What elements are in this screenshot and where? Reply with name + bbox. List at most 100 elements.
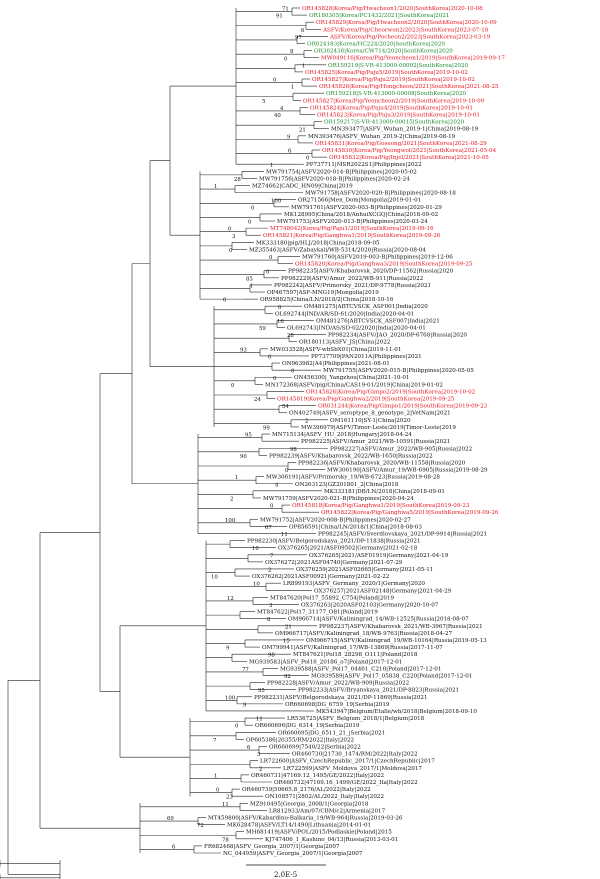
leaf-label: MZ910495|Georgia_2008/1|Georgia|2018 xyxy=(250,801,369,807)
leaf-label: PP982229|ASFV/Amur_2022/WB-911|Russia|20… xyxy=(281,276,424,282)
bootstrap-value: 6 xyxy=(247,745,251,751)
bootstrap-value: 95 xyxy=(258,688,265,694)
bootstrap-value: 90 xyxy=(240,454,247,460)
leaf-label: OR145822|Korea/Pig/Ganghwa5/2019|SouthKo… xyxy=(321,510,499,516)
bootstrap-value: 0 xyxy=(278,305,282,311)
leaf-label: KJ747406_1_Kashino_04/13|Russia|2013-03-… xyxy=(265,837,398,843)
bootstrap-value: 3 xyxy=(269,603,273,609)
leaf-label: OR460730|21730_1474/RM/2022|Italy|2022 xyxy=(292,752,418,758)
bootstrap-value: 71 xyxy=(282,7,289,13)
bootstrap-value: 12 xyxy=(227,596,234,602)
bootstrap-value: 1 xyxy=(291,85,294,91)
leaf-label: OM966715|ASFV/Kaliningrad_19/WB-10164|Ru… xyxy=(306,638,487,644)
leaf-label: MW791758|ASFV2020-020-B|Philippines|2020… xyxy=(305,191,456,197)
bootstrap-value: 0 xyxy=(269,255,273,261)
leaf-label: NC_044959|ASFV_Georgia_2007/1|Georgia|20… xyxy=(223,851,363,857)
leaf-label: OR660699|7540/22|Serbia|2022 xyxy=(269,744,361,750)
leaf-label: OX376262|2021ASF00921|Germany|2021-02-22 xyxy=(252,574,390,580)
bootstrap-value: 54 xyxy=(282,404,289,410)
leaf-label: MG939588|ASFV_Pol17_04461_C210|Poland|20… xyxy=(280,666,441,672)
leaf-label: OR145825|Korea/Pig/Paju5/2019|SouthKorea… xyxy=(305,70,468,76)
leaf-label: OR660696|DG_6314_19|Serbia|2019 xyxy=(255,723,360,729)
leaf-label: FR682468|ASFV_Georgia_2007/1|Georgia|200… xyxy=(204,844,340,850)
leaf-label: OR159219|S-VR-413000-00002|SouthKorea|20… xyxy=(328,63,469,69)
leaf-label: PP982239|ASFV/Khabarovsk_2022/WB-1650|Ru… xyxy=(269,453,433,459)
bootstrap-value: 8 xyxy=(290,49,294,55)
leaf-label: MT748042|Korea/Pig/Paju1/2019|SouthKorea… xyxy=(270,226,434,232)
bootstrap-value: 0 xyxy=(248,220,252,226)
bootstrap-value: 0 xyxy=(306,156,310,162)
bootstrap-values: 7191697801015440219601281100000300085100… xyxy=(167,7,310,851)
leaf-label: PP982228|ASFV/Amur_2022/WB-909|Russia|20… xyxy=(267,681,410,687)
bootstrap-value: 1 xyxy=(214,184,217,190)
bootstrap-value: 40 xyxy=(274,113,281,119)
leaf-label: PP982225|ASFV/Amur_2021/WB-10591|Russia|… xyxy=(301,439,450,445)
bootstrap-value: 9 xyxy=(243,702,247,708)
leaf-label: PP982237|ASFV/Khabarovsk_2021/WB-3967|Ru… xyxy=(319,624,483,630)
bootstrap-value: 21 xyxy=(299,127,306,133)
bootstrap-value: 59 xyxy=(259,326,266,332)
leaf-label: OX376259|2021ASF02665|Germany|2021-05-11 xyxy=(296,567,433,573)
leaf-label: OR145824|Korea/Pig/Paju4/2019|SouthKorea… xyxy=(310,105,473,111)
tree-branches xyxy=(0,7,329,879)
leaf-label: OR180113|ASFV_JS|China|2022 xyxy=(299,340,391,346)
leaf-label: OM481275|ABTCVSCK_ASF001|India|2020 xyxy=(304,304,428,310)
bootstrap-value: 7 xyxy=(270,553,274,559)
leaf-label: OR660695|DG_6511_21_|Serbia|2021 xyxy=(278,730,385,736)
leaf-label: OR271566|Men_Dom|Mongolia|2019-01-01 xyxy=(298,198,421,204)
leaf-label: OM161110|SY-1|China|2020 xyxy=(330,418,411,424)
bootstrap-value: 4 xyxy=(280,106,284,112)
bootstrap-value: 8 xyxy=(267,617,271,623)
bootstrap-value: 0 xyxy=(268,354,272,360)
leaf-label: MK543947|Belgium/Etalle/wb/2018|Belgium|… xyxy=(316,709,477,715)
leaf-label: OR145832|Korea/Pig/Injel/2021|SouthKorea… xyxy=(329,155,489,161)
leaf-label: OX376265|2021/ASF01919|Germany|2021-04-1… xyxy=(309,553,449,559)
bootstrap-value: 0 xyxy=(266,269,270,275)
leaf-label: MW791752|ASFV2020-008-B|Philippines|2020… xyxy=(260,517,411,523)
leaf-label: PP982230|ASFV/Belgorodskaya_2021/DP-1183… xyxy=(247,539,421,545)
leaf-label: OR145826|Korea/Pig/Gimpo2/2019|SouthKore… xyxy=(306,389,476,395)
bootstrap-value: 2 xyxy=(259,766,262,772)
bootstrap-value: 11 xyxy=(222,802,229,808)
leaf-label: MW791756|ASFV2020-018-B|Philippines|2020… xyxy=(259,176,410,182)
leaf-label: OR145829|Korea/Pig/Hwacheon2/2020|SouthK… xyxy=(316,20,497,26)
bootstrap-value: 28 xyxy=(234,177,241,183)
bootstrap-value: 11 xyxy=(256,717,263,723)
leaf-label: OR624183|Korea/HC224/2020|SouthKorea|202… xyxy=(307,42,445,48)
bootstrap-value: 5 xyxy=(262,99,266,105)
bootstrap-value: 6 xyxy=(288,149,292,155)
leaf-label: MZ74662|CADC_HN09|China|2019 xyxy=(252,184,353,190)
bootstrap-value: 2 xyxy=(268,568,271,574)
leaf-label: PP982242|ASFV/Primorsky_2021/DP-9778|Rus… xyxy=(274,283,431,289)
bootstrap-value: 0 xyxy=(228,227,232,233)
leaf-label: OR145827|Korea/Pig/Yeoncheon2/2019|South… xyxy=(303,98,485,104)
leaf-label: OR180305|Korea/PC1432/2021|SouthKorea|20… xyxy=(309,13,449,19)
bootstrap-value: 1 xyxy=(214,773,217,779)
leaf-label: OR958825|China/LN/2018/2|China|2018-10-1… xyxy=(260,297,394,303)
bootstrap-value: 16 xyxy=(277,319,284,325)
scale-bar: 2.0E-5 xyxy=(246,864,326,879)
bootstrap-value: 98 xyxy=(268,653,275,659)
leaf-label: ON402749|ASFV_seroptype_8_genotype_2|Vet… xyxy=(289,411,451,417)
leaf-label: OX376265|2021/ASF09502|Germany|2021-02-1… xyxy=(278,546,418,552)
bootstrap-value: 67 xyxy=(265,525,272,531)
bootstrap-value: 1 xyxy=(270,163,273,169)
leaf-label: MW049116|Korea/Pig/Yeoncheon1/2019|South… xyxy=(321,56,505,62)
bootstrap-value: 0 xyxy=(235,724,239,730)
leaf-label: MK333180|pig/HLJ/2018|China|2018-09-05 xyxy=(256,240,380,246)
leaf-label: MN393476|ASFV_Wuhan_2019-2|China|2019-08… xyxy=(308,134,456,140)
leaf-label: OR031244|Korea/Pig/Gimpo1/2019|SouthKore… xyxy=(318,404,488,410)
leaf-label: ON108571|2802/AL/2022_Italy|Italy|2022 xyxy=(265,794,384,800)
leaf-label: LR812933/Am/07/CBM/c2|Armenia|2017 xyxy=(269,808,386,814)
leaf-label: MW396979|ASFV/Timor-Leste/2019|Timor-Les… xyxy=(301,425,456,431)
leaf-label: MT847620|Pol17_55892_C754|Poland|2019 xyxy=(270,595,395,601)
leaf-label: OR145827|Korea/Pig/Paju2/2019|SouthKorea… xyxy=(312,77,475,83)
leaf-label: LR899193|ASFV_Germany_2020/1|Germany|202… xyxy=(283,581,425,587)
bootstrap-value: 10 xyxy=(211,575,218,581)
scale-bar-label: 2.0E-5 xyxy=(274,871,297,879)
bootstrap-value: 91 xyxy=(276,14,283,20)
leaf-label: OR159218|S-VR-413000-00008|SouthKorea|20… xyxy=(326,91,467,97)
bootstrap-value: 0 xyxy=(284,56,288,62)
tree-leaf-labels: OR145828|Korea/Pig/Hwacheon1/2020|SouthK… xyxy=(204,6,505,857)
leaf-label: OP856591|China/LN/2018/1|China|2018-08-0… xyxy=(289,524,422,530)
